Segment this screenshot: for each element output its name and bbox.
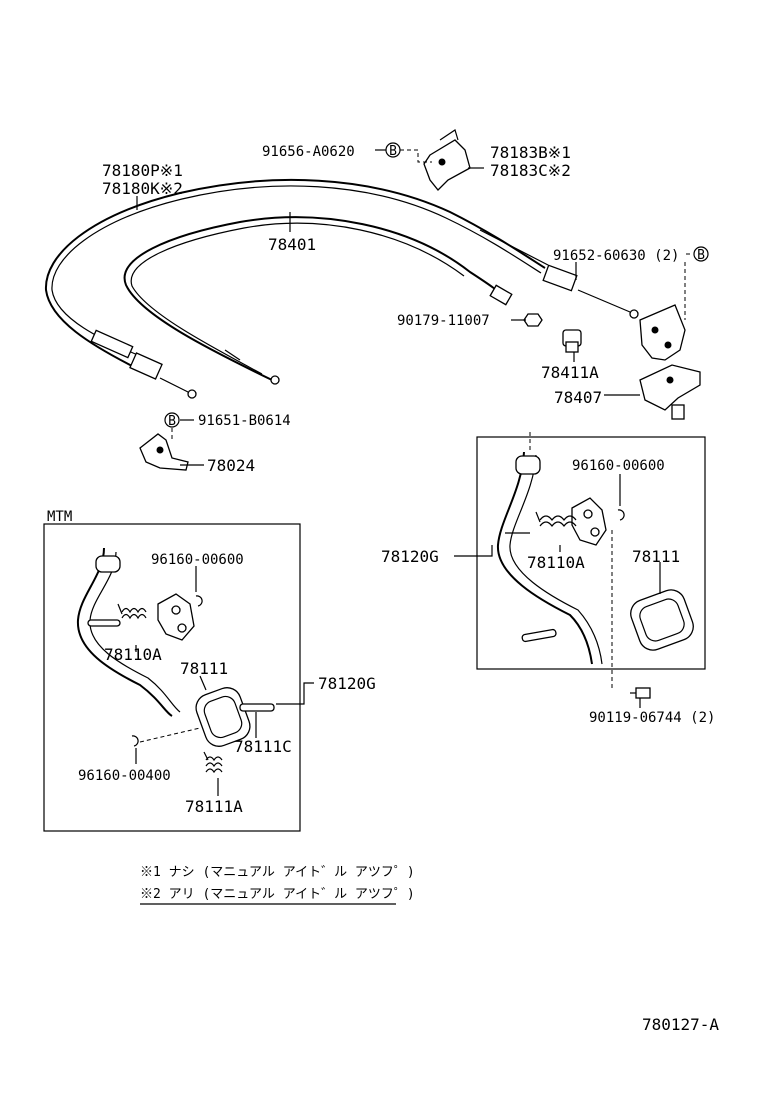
label-mtm-96160-00400: 96160-00400 — [78, 768, 171, 784]
label-78180p: 78180P※1 — [102, 161, 183, 180]
callout-b-3: B — [164, 412, 180, 429]
label-mtm-78111: 78111 — [180, 659, 228, 678]
callout-b-text: B — [697, 248, 705, 263]
label-78183c: 78183C※2 — [490, 161, 571, 180]
bracket-78183 — [400, 129, 471, 191]
label-mtm-78110a: 78110A — [104, 645, 162, 664]
callout-b-2: B — [693, 246, 709, 263]
pedal-arm-mtm — [76, 547, 181, 717]
cap-78411a — [562, 329, 582, 353]
leader-lines — [135, 149, 661, 796]
at-pedal-box — [476, 436, 706, 670]
footnote-2: ※2 アリ (マニュアル アイト゛ル アツフ゜) — [140, 887, 415, 902]
label-91656-a0620: 91656-A0620 — [262, 144, 355, 160]
spring-mtm-78110a — [117, 603, 147, 620]
nut-90179 — [523, 313, 543, 327]
clip-mtm-00400 — [131, 735, 139, 747]
clip-mtm-00600 — [195, 595, 203, 607]
spring-mtm-78111a — [203, 751, 223, 774]
label-mtm-78111c: 78111C — [234, 737, 292, 756]
label-mtm-96160-00600: 96160-00600 — [151, 552, 244, 568]
label-at-96160-00600: 96160-00600 — [572, 458, 665, 474]
label-at-78120g: 78120G — [381, 547, 439, 566]
label-at-78110a: 78110A — [527, 553, 585, 572]
label-78024: 78024 — [207, 456, 255, 475]
pedal-arm-at — [496, 432, 603, 665]
pedal-pad-at — [630, 589, 694, 651]
footnote-1: ※1 ナシ (マニュアル アイト゛ル アツフ゜) — [140, 865, 415, 880]
bracket-78024 — [139, 433, 189, 471]
callout-b-text: B — [389, 144, 397, 159]
bolt-90119 — [611, 530, 651, 699]
callout-b-1: B — [385, 142, 401, 159]
label-90179-11007: 90179-11007 — [397, 313, 490, 329]
label-78411a: 78411A — [541, 363, 599, 382]
label-mtm-78120g: 78120G — [318, 674, 376, 693]
label-78401: 78401 — [268, 235, 316, 254]
spring-at-78110a — [535, 511, 577, 527]
label-91652-60630: 91652-60630 (2) — [553, 248, 679, 264]
label-78407: 78407 — [554, 388, 602, 407]
stopper-plate-at — [571, 497, 607, 546]
clip-at — [617, 509, 625, 521]
bracket-78407 — [639, 262, 701, 420]
label-91651-b0614: 91651-B0614 — [198, 413, 291, 429]
cable-78401 — [123, 216, 513, 385]
callout-b-text: B — [168, 414, 176, 429]
label-78183b: 78183B※1 — [490, 143, 571, 162]
stopper-plate-mtm — [157, 593, 195, 641]
label-mtm: MTM — [47, 509, 72, 525]
pin-at — [521, 628, 557, 643]
diagram-id: 780127-A — [642, 1015, 719, 1034]
pin-mtm-78111c — [239, 703, 275, 712]
accelerator-cable-78180 — [44, 178, 639, 399]
label-mtm-78111a: 78111A — [185, 797, 243, 816]
mtm-pedal-box — [43, 523, 301, 832]
label-78180k: 78180K※2 — [102, 179, 183, 198]
label-90119-06744: 90119-06744 (2) — [589, 710, 715, 726]
label-at-78111: 78111 — [632, 547, 680, 566]
clip-dash-line — [139, 727, 201, 743]
